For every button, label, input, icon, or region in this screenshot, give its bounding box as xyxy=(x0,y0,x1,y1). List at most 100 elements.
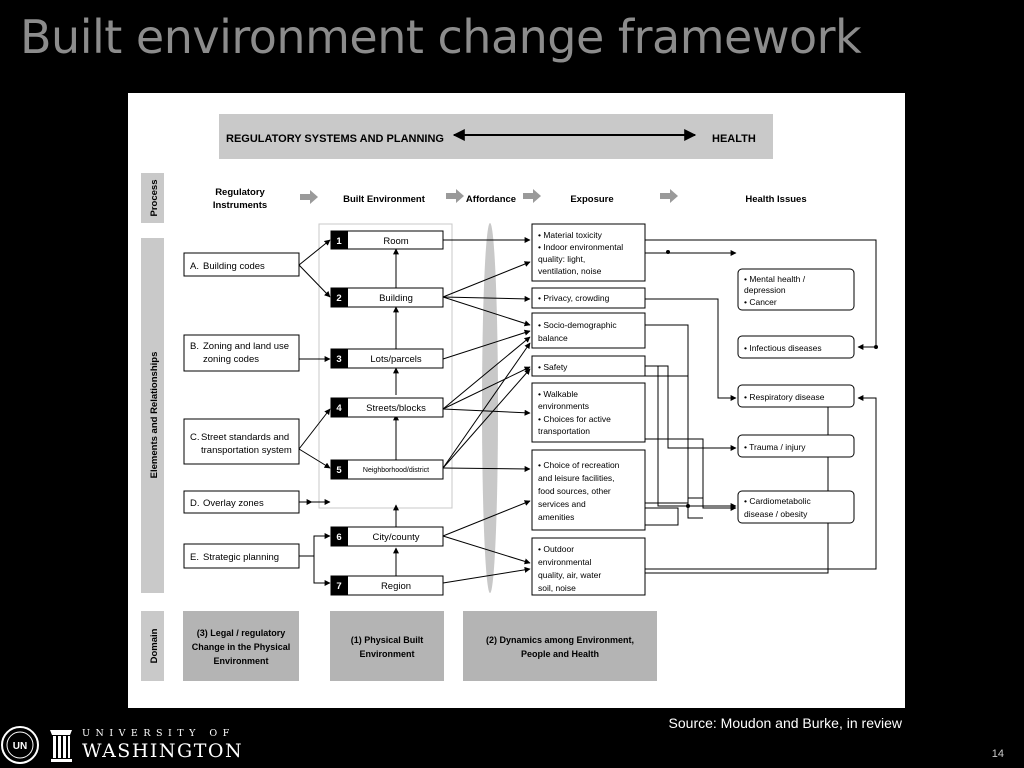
exposure-box xyxy=(531,449,646,531)
header-regulatory-1: Regulatory xyxy=(215,187,265,198)
exposure-text: • Socio-demographic xyxy=(538,320,617,330)
header-exposure: Exposure xyxy=(570,194,613,205)
scale-label: City/county xyxy=(373,532,420,543)
domain-text: People and Health xyxy=(521,649,599,659)
scales: 1 Room 2 Building 3 Lots/parcels 4 Stree… xyxy=(330,230,444,596)
scale-number: 5 xyxy=(336,465,342,476)
exposure-text: • Walkable xyxy=(538,389,578,399)
uw-washington-line: WASHINGTON xyxy=(82,740,244,762)
health-issue-text: • Mental health / xyxy=(744,274,806,284)
side-label-process: Process xyxy=(149,180,160,217)
health-issue-text: disease / obesity xyxy=(744,509,808,519)
exposure-text: balance xyxy=(538,333,568,343)
banner: REGULATORY SYSTEMS AND PLANNING HEALTH xyxy=(219,114,773,159)
header-regulatory-2: Instruments xyxy=(213,200,267,211)
exposure-text: soil, noise xyxy=(538,583,576,593)
instrument-letter: B. xyxy=(190,341,199,352)
instrument-label: Overlay zones xyxy=(203,498,264,509)
health-issue-text: • Infectious diseases xyxy=(744,343,822,353)
instrument-label: Street standards and xyxy=(201,432,289,443)
exposure-text: transportation xyxy=(538,426,590,436)
health-issue-box xyxy=(737,490,855,524)
exposure-text: • Choice of recreation xyxy=(538,460,620,470)
instrument-letter: D. xyxy=(190,498,200,509)
source-caption: Source: Moudon and Burke, in review xyxy=(668,715,902,731)
process-arrow-icon xyxy=(300,190,318,204)
exposure-box xyxy=(531,355,646,377)
instrument-box xyxy=(183,334,300,372)
exposure-box xyxy=(531,223,646,282)
exposure-text: environments xyxy=(538,401,589,411)
instruments: A. Building codes B. Zoning and land use… xyxy=(183,252,300,569)
instrument-label: zoning codes xyxy=(203,354,259,365)
instrument-label: Building codes xyxy=(203,261,265,272)
exposures: • Material toxicity • Indoor environment… xyxy=(531,223,646,596)
exposure-text: and leisure facilities, xyxy=(538,473,615,483)
scale-number: 6 xyxy=(336,532,341,543)
health-issue-box xyxy=(737,384,855,408)
instrument-box xyxy=(183,418,300,465)
process-arrow-icon xyxy=(446,189,464,203)
uw-logo: UN xyxy=(1,726,72,764)
scale-label: Region xyxy=(381,581,411,592)
instrument-letter: E. xyxy=(190,552,199,563)
uw-seal-icon xyxy=(1,726,39,764)
domain-text: (2) Dynamics among Environment, xyxy=(486,635,634,645)
exposure-text: • Safety xyxy=(538,362,568,372)
process-arrow-icon xyxy=(660,189,678,203)
affordance-lens xyxy=(482,223,498,593)
exposure-text: food sources, other xyxy=(538,486,611,496)
header-health-issues: Health Issues xyxy=(745,194,806,205)
scale-number: 3 xyxy=(336,354,341,365)
domain-text: Environment xyxy=(359,649,414,659)
scale-number: 7 xyxy=(336,581,341,592)
side-label-domain: Domain xyxy=(149,628,160,663)
header-affordance: Affordance xyxy=(466,194,516,205)
health-issue-box xyxy=(737,434,855,458)
banner-right-label: HEALTH xyxy=(712,133,756,145)
health-issues: • Mental health / depression • Cancer • … xyxy=(737,268,855,524)
side-label-elements: Elements and Relationships xyxy=(149,352,160,479)
health-issue-box xyxy=(737,335,855,359)
instrument-box xyxy=(183,490,300,514)
exposure-text: services and xyxy=(538,499,586,509)
health-issue-text: • Respiratory disease xyxy=(744,392,825,402)
scale-label: Lots/parcels xyxy=(370,354,421,365)
banner-left-label: REGULATORY SYSTEMS AND PLANNING xyxy=(226,133,444,145)
scale-label: Neighborhood/district xyxy=(363,467,429,474)
instrument-label: Strategic planning xyxy=(203,552,279,563)
domain-text: Change in the Physical xyxy=(192,642,291,652)
exposure-text: amenities xyxy=(538,512,574,522)
scale-number: 2 xyxy=(336,293,341,304)
exposure-text: • Privacy, crowding xyxy=(538,293,610,303)
domain-box xyxy=(330,611,444,681)
exposure-box xyxy=(531,312,646,349)
exposure-text: quality, air, water xyxy=(538,570,601,580)
health-issue-box xyxy=(737,268,855,311)
exposure-box xyxy=(531,382,646,443)
exposure-text: environmental xyxy=(538,557,592,567)
exposure-text: • Choices for active xyxy=(538,414,611,424)
page-number: 14 xyxy=(991,748,1004,760)
framework-diagram: REGULATORY SYSTEMS AND PLANNING HEALTH P… xyxy=(128,93,905,708)
domain-text: (3) Legal / regulatory xyxy=(197,628,286,638)
domain-box xyxy=(183,611,299,681)
header-built-environment: Built Environment xyxy=(343,194,426,205)
health-issue-text: depression xyxy=(744,285,786,295)
uw-columns-icon xyxy=(50,730,72,762)
built-environment-frame xyxy=(318,223,453,509)
exposure-text: • Outdoor xyxy=(538,544,574,554)
exposure-box xyxy=(531,537,646,596)
instrument-box xyxy=(183,252,300,277)
domain-text: Environment xyxy=(213,656,268,666)
slide-title: Built environment change framework xyxy=(20,10,862,64)
process-headers: Regulatory Instruments Built Environment… xyxy=(213,187,807,211)
exposure-text: • Material toxicity xyxy=(538,230,603,240)
scale-label: Building xyxy=(379,293,413,304)
health-issue-text: • Cardiometabolic xyxy=(744,496,812,506)
connectors xyxy=(298,237,878,586)
exposure-box xyxy=(531,287,646,309)
domains: (3) Legal / regulatory Change in the Phy… xyxy=(183,611,657,681)
uw-seal-text: UN xyxy=(13,741,27,752)
instrument-box xyxy=(183,543,300,569)
